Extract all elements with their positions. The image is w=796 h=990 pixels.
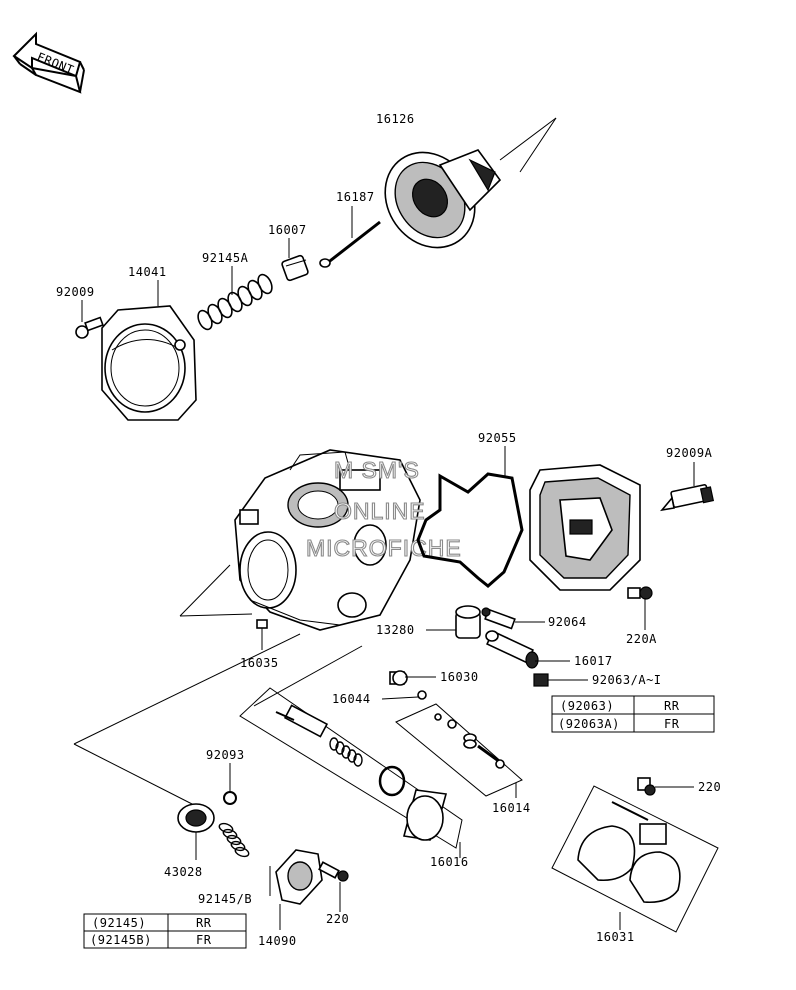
- label-16187: 16187: [336, 190, 375, 204]
- label-16007: 16007: [268, 223, 307, 237]
- label-16044: 16044: [332, 692, 371, 706]
- float-bowl: [529, 464, 641, 591]
- screw: [75, 316, 104, 339]
- label-92009a: 92009A: [666, 446, 713, 460]
- table-92063: (92063) RR (92063A) FR: [551, 695, 715, 733]
- pilot-jet: [481, 607, 516, 630]
- label-92145a: 92145A: [202, 251, 249, 265]
- label-92064: 92064: [548, 615, 587, 629]
- gasket: [416, 472, 524, 588]
- choke-assembly: [239, 687, 463, 849]
- label-92145-b: 92145/B: [198, 892, 252, 906]
- table-92145-pos-0: RR: [196, 916, 212, 930]
- front-arrow-icon: FRONT: [12, 31, 85, 94]
- main-jet-holder: [485, 630, 539, 669]
- table-92145: (92145) RR (92145B) FR: [83, 913, 247, 949]
- float-assembly: [551, 785, 719, 933]
- label-16017: 16017: [574, 654, 613, 668]
- drain-bolt: [660, 484, 715, 512]
- table-92145-pos-1: FR: [196, 933, 212, 947]
- label-92009: 92009: [56, 285, 95, 299]
- needle-holder: [281, 254, 309, 282]
- label-16016: 16016: [430, 855, 469, 869]
- top-cover: [101, 305, 197, 421]
- o-ring: [223, 791, 237, 805]
- label-16126: 16126: [376, 112, 415, 126]
- svg-text:ONLINE: ONLINE: [334, 498, 426, 524]
- label-14090: 14090: [258, 934, 297, 948]
- label-92063-a-i: 92063/A~I: [592, 673, 662, 687]
- watermark: M SM'S ONLINE MICROFICHE: [305, 456, 462, 561]
- svg-text:M SM'S: M SM'S: [334, 457, 420, 483]
- pilot-screw-kit: [395, 703, 523, 797]
- table-92145-code-0: (92145): [92, 916, 146, 930]
- carburetor-body: [234, 449, 421, 631]
- table-92063-code-0: (92063): [560, 699, 614, 713]
- label-220a: 220A: [626, 632, 657, 646]
- label-16030: 16030: [440, 670, 479, 684]
- table-92063-pos-0: RR: [664, 699, 680, 713]
- needle-jet: [455, 605, 481, 639]
- part-number-labels: 16126 16187 16007 92145A 14041 92009 920…: [56, 112, 721, 948]
- label-13280: 13280: [376, 623, 415, 637]
- label-92093: 92093: [206, 748, 245, 762]
- svg-text:MICROFICHE: MICROFICHE: [306, 535, 462, 561]
- vacuum-piston-diaphragm: [384, 149, 502, 249]
- label-92055: 92055: [478, 431, 517, 445]
- diaphragm-43028: [177, 803, 215, 833]
- main-jet: [533, 673, 549, 687]
- cover-14090: [275, 849, 323, 905]
- pilot-screw: [389, 670, 408, 686]
- label-43028: 43028: [164, 865, 203, 879]
- label-16014: 16014: [492, 801, 531, 815]
- screw-220-lower: [318, 861, 349, 882]
- table-92063-pos-1: FR: [664, 717, 680, 731]
- label-16031: 16031: [596, 930, 635, 944]
- screw-220a: [627, 586, 653, 600]
- plug: [256, 619, 268, 629]
- label-14041: 14041: [128, 265, 167, 279]
- spring-92145b: [218, 822, 250, 858]
- table-92063-code-1: (92063A): [558, 717, 620, 731]
- jet-needle: [319, 220, 381, 268]
- label-220-lower: 220: [326, 912, 349, 926]
- screw-220-right: [637, 777, 656, 796]
- label-220-right: 220: [698, 780, 721, 794]
- label-16035: 16035: [240, 656, 279, 670]
- washer-16044: [417, 690, 427, 700]
- spring: [197, 273, 273, 331]
- table-92145-code-1: (92145B): [90, 933, 152, 947]
